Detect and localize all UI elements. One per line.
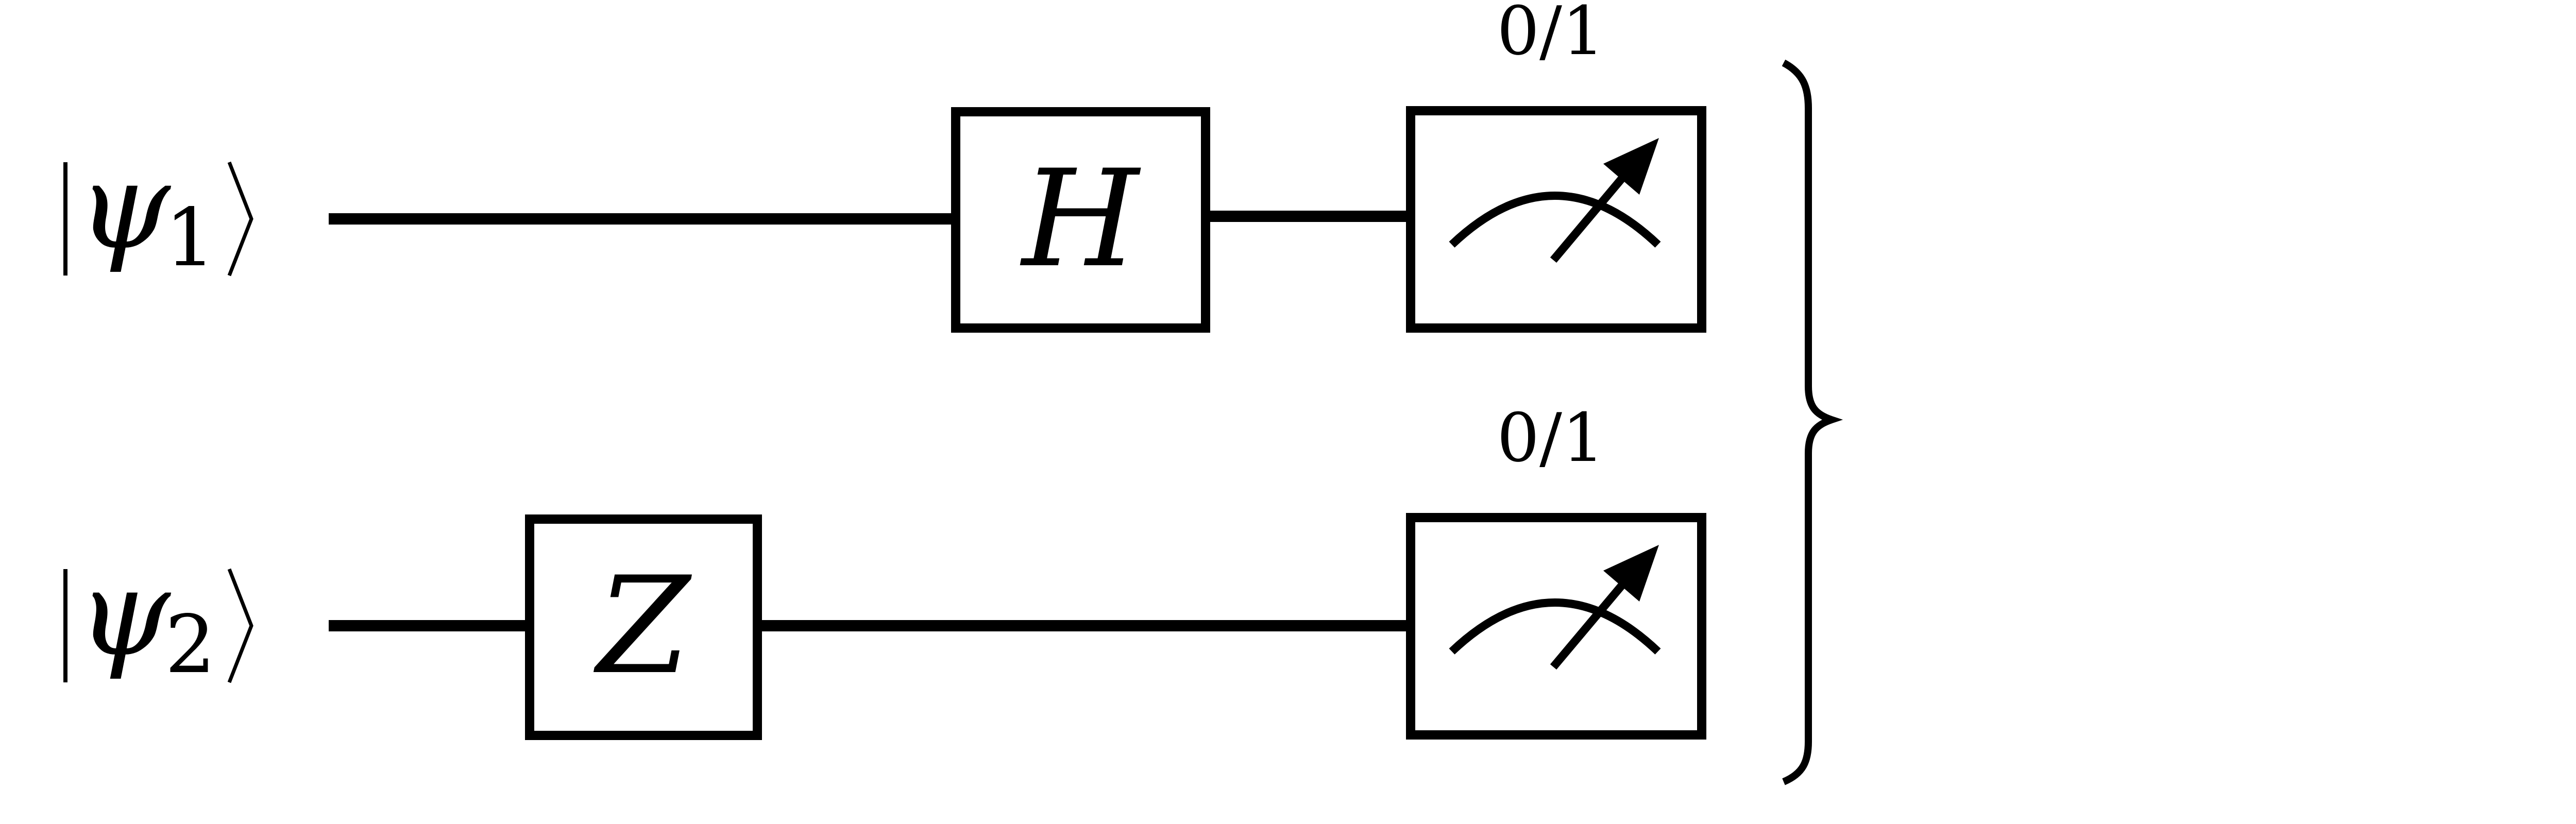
hadamard-gate: H xyxy=(951,107,1210,333)
meter-needle xyxy=(1550,568,1638,670)
meter-icon xyxy=(1449,545,1661,670)
z-gate-box xyxy=(525,514,762,740)
qubit-2-ket-angle xyxy=(227,568,253,683)
qubit-1-ket-angle xyxy=(227,161,253,277)
measurement-1-box xyxy=(1406,106,1706,333)
qubit-1-ket: ψ 1 xyxy=(63,138,253,284)
measurement-1-outcome-label: 0/1 xyxy=(1497,0,1604,70)
qubit-2-symbol: ψ xyxy=(77,545,172,682)
hadamard-gate-box xyxy=(951,107,1210,333)
measurement-2: 0/1 xyxy=(1406,399,1706,740)
meter-icon xyxy=(1449,138,1661,263)
qubit-2-subscript: 2 xyxy=(165,598,216,691)
hadamard-gate-label: H xyxy=(1020,142,1142,297)
meter-arrowhead xyxy=(1603,545,1659,602)
measurement-1: 0/1 xyxy=(1406,0,1706,333)
qubit-2-ket: ψ 2 xyxy=(63,545,253,691)
meter-arrowhead xyxy=(1603,138,1659,195)
measurement-2-box xyxy=(1406,513,1706,740)
z-gate: Z xyxy=(525,514,762,740)
right-curly-brace xyxy=(1782,59,1843,785)
qubit-1-subscript: 1 xyxy=(165,191,216,284)
qubit-1-symbol: ψ xyxy=(77,138,172,276)
meter-dial-arc xyxy=(1449,192,1661,248)
measurement-2-outcome-label: 0/1 xyxy=(1497,399,1604,477)
meter-dial-arc xyxy=(1449,598,1661,655)
qubit-1-wire xyxy=(329,211,1411,225)
meter-needle xyxy=(1550,161,1638,263)
z-gate-label: Z xyxy=(593,548,693,704)
